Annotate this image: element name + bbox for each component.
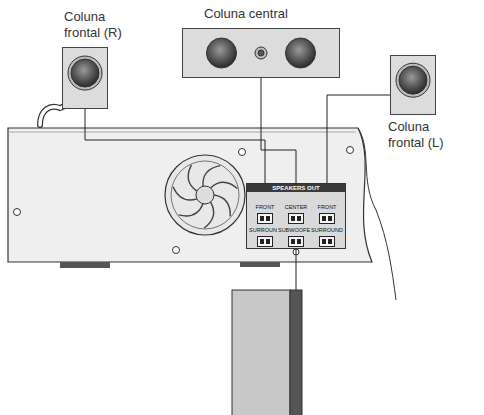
fan-blade [214, 195, 230, 216]
subwoofer [232, 290, 302, 415]
terminal-label: CENTER [284, 204, 309, 211]
terminal-label: FRONT [255, 204, 276, 211]
panel-title: SPEAKERS OUT [247, 184, 345, 192]
terminal-socket [288, 213, 304, 224]
speaker-wire [261, 78, 296, 195]
receiver-foot [240, 262, 280, 267]
fan-blade [179, 204, 203, 216]
speaker-wire [327, 95, 390, 195]
speaker-terminal: CENTER [281, 195, 311, 224]
center-speaker-drawing [182, 28, 340, 78]
speakers-out-panel: SPEAKERS OUTFRONTCENTERFRONTSURROUNDSUBW… [246, 183, 346, 249]
terminal-socket [257, 236, 273, 247]
receiver-cut-edge [358, 128, 396, 300]
terminal-socket [257, 213, 273, 224]
terminal-label: FRONT [317, 204, 338, 211]
speaker-drawing [62, 47, 108, 109]
center-speaker: Coluna central [182, 28, 340, 78]
subwoofer-wire [296, 243, 297, 290]
speaker-label: Coluna frontal (R) [64, 9, 142, 41]
terminal-socket [319, 213, 335, 224]
speaker-terminal: FRONT [250, 195, 280, 224]
speaker-terminal: SURROUND [309, 218, 345, 247]
front-speaker: Coluna frontal (R) [62, 47, 108, 109]
receiver-top-edge [8, 132, 356, 133]
receiver-body [8, 128, 372, 262]
terminal-socket [319, 236, 335, 247]
speaker-wire [85, 109, 265, 195]
speaker-label: Coluna frontal (L) [388, 119, 466, 151]
fan-blade [211, 182, 238, 188]
cooling-fan [165, 155, 245, 235]
front-speaker: Coluna frontal (L) [390, 55, 436, 115]
receiver-foot [60, 262, 110, 268]
terminal-label: SURROUND [310, 227, 344, 234]
screws [14, 147, 354, 256]
speaker-label: Coluna central [204, 6, 288, 22]
speaker-terminal: FRONT [312, 195, 342, 224]
speaker-drawing [390, 55, 436, 115]
terminal-socket [288, 236, 304, 247]
fan-blade [204, 202, 214, 228]
fan-blade [188, 165, 197, 191]
